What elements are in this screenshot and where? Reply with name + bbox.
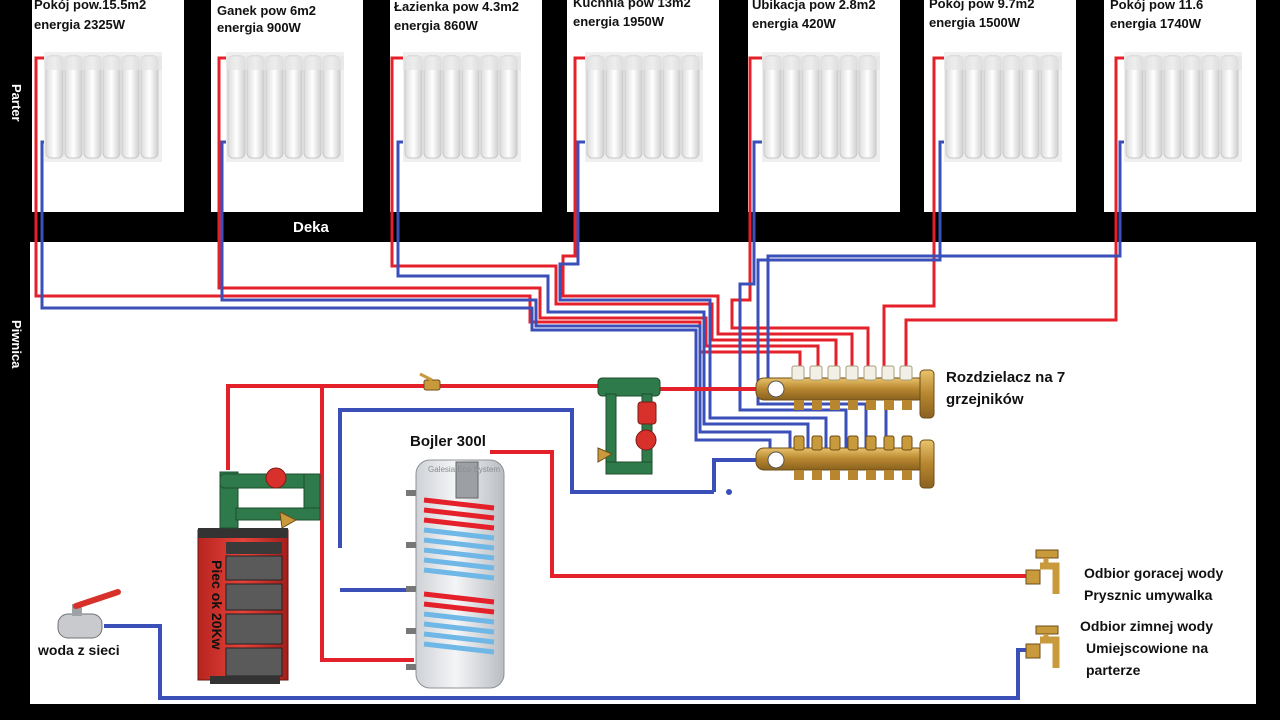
- tank-brand: Galesia Eco System: [428, 465, 500, 474]
- hot-water-tank: [406, 459, 505, 689]
- ball-valve-icon: [419, 372, 441, 391]
- room-3-energy: energia 860W: [394, 18, 479, 33]
- pump-icon: [265, 467, 287, 489]
- radiator-supply-pipes: [34, 56, 1124, 392]
- cold-tap-line1: Odbior zimnej wody: [1080, 618, 1213, 634]
- radiators: [44, 52, 1242, 162]
- room-labels: Pokój pow.15.5m2 energia 2325W Ganek pow…: [34, 0, 1203, 35]
- basement-label: Piwnica: [9, 320, 24, 369]
- lower-coil: [423, 591, 495, 655]
- cold-tap-line2: Umiejscowione na: [1086, 640, 1208, 656]
- room-7-energy: energia 1740W: [1110, 16, 1202, 31]
- valve-handle-icon: [73, 589, 121, 609]
- radiator-6: [944, 52, 1062, 162]
- ground-floor-label: Parter: [9, 84, 24, 122]
- room-6-name: Pokój pow 9.7m2: [929, 0, 1034, 11]
- pump-group: [597, 377, 661, 475]
- hot-tap-icon: [1025, 549, 1060, 594]
- radiator-5: [762, 52, 880, 162]
- room-5-energy: energia 420W: [752, 16, 837, 31]
- stove-pump-group: [219, 467, 321, 529]
- thermometer-icon: [767, 451, 785, 469]
- manifold: [755, 365, 935, 489]
- stove-label: Piec ok 20Kw: [209, 560, 225, 650]
- room-4-energy: energia 1950W: [573, 14, 665, 29]
- radiator-1: [44, 52, 162, 162]
- water-inlet-label: woda z sieci: [37, 642, 120, 658]
- room-7-name: Pokój pow 11.6: [1110, 0, 1203, 12]
- room-4-name: Kuchnia pow 13m2: [573, 0, 691, 10]
- room-2-energy: energia 900W: [217, 20, 302, 35]
- hot-tap-line1: Odbior goracej wody: [1084, 565, 1223, 581]
- room-1-name: Pokój pow.15.5m2: [34, 0, 146, 12]
- stove: [197, 528, 289, 684]
- room-3-name: Łazienka pow 4.3m2: [394, 0, 519, 14]
- pump-icon: [635, 429, 657, 451]
- cold-tap-icon: [1025, 625, 1060, 668]
- room-6-energy: energia 1500W: [929, 15, 1021, 30]
- radiator-3: [403, 52, 521, 162]
- cold-tap-line3: parterze: [1086, 662, 1141, 678]
- radiator-7: [1124, 52, 1242, 162]
- room-5-name: Ubikacja pow 2.8m2: [752, 0, 876, 12]
- manifold-label-line1: Rozdzielacz na 7: [946, 369, 1065, 386]
- hot-tap-line2: Prysznic umywalka: [1084, 587, 1213, 603]
- radiator-return-pipes: [40, 140, 1124, 456]
- upper-coil: [423, 497, 495, 581]
- radiator-4: [585, 52, 703, 162]
- ceiling-label: Deka: [293, 219, 330, 236]
- radiator-2: [226, 52, 344, 162]
- tank-label: Bojler 300l: [410, 433, 486, 450]
- return-pipe-end: [726, 489, 732, 495]
- room-1-energy: energia 2325W: [34, 17, 126, 32]
- thermometer-icon: [767, 380, 785, 398]
- room-2-name: Ganek pow 6m2: [217, 3, 316, 18]
- water-inlet-valve: [57, 589, 121, 639]
- manifold-label-line2: grzejników: [946, 391, 1024, 408]
